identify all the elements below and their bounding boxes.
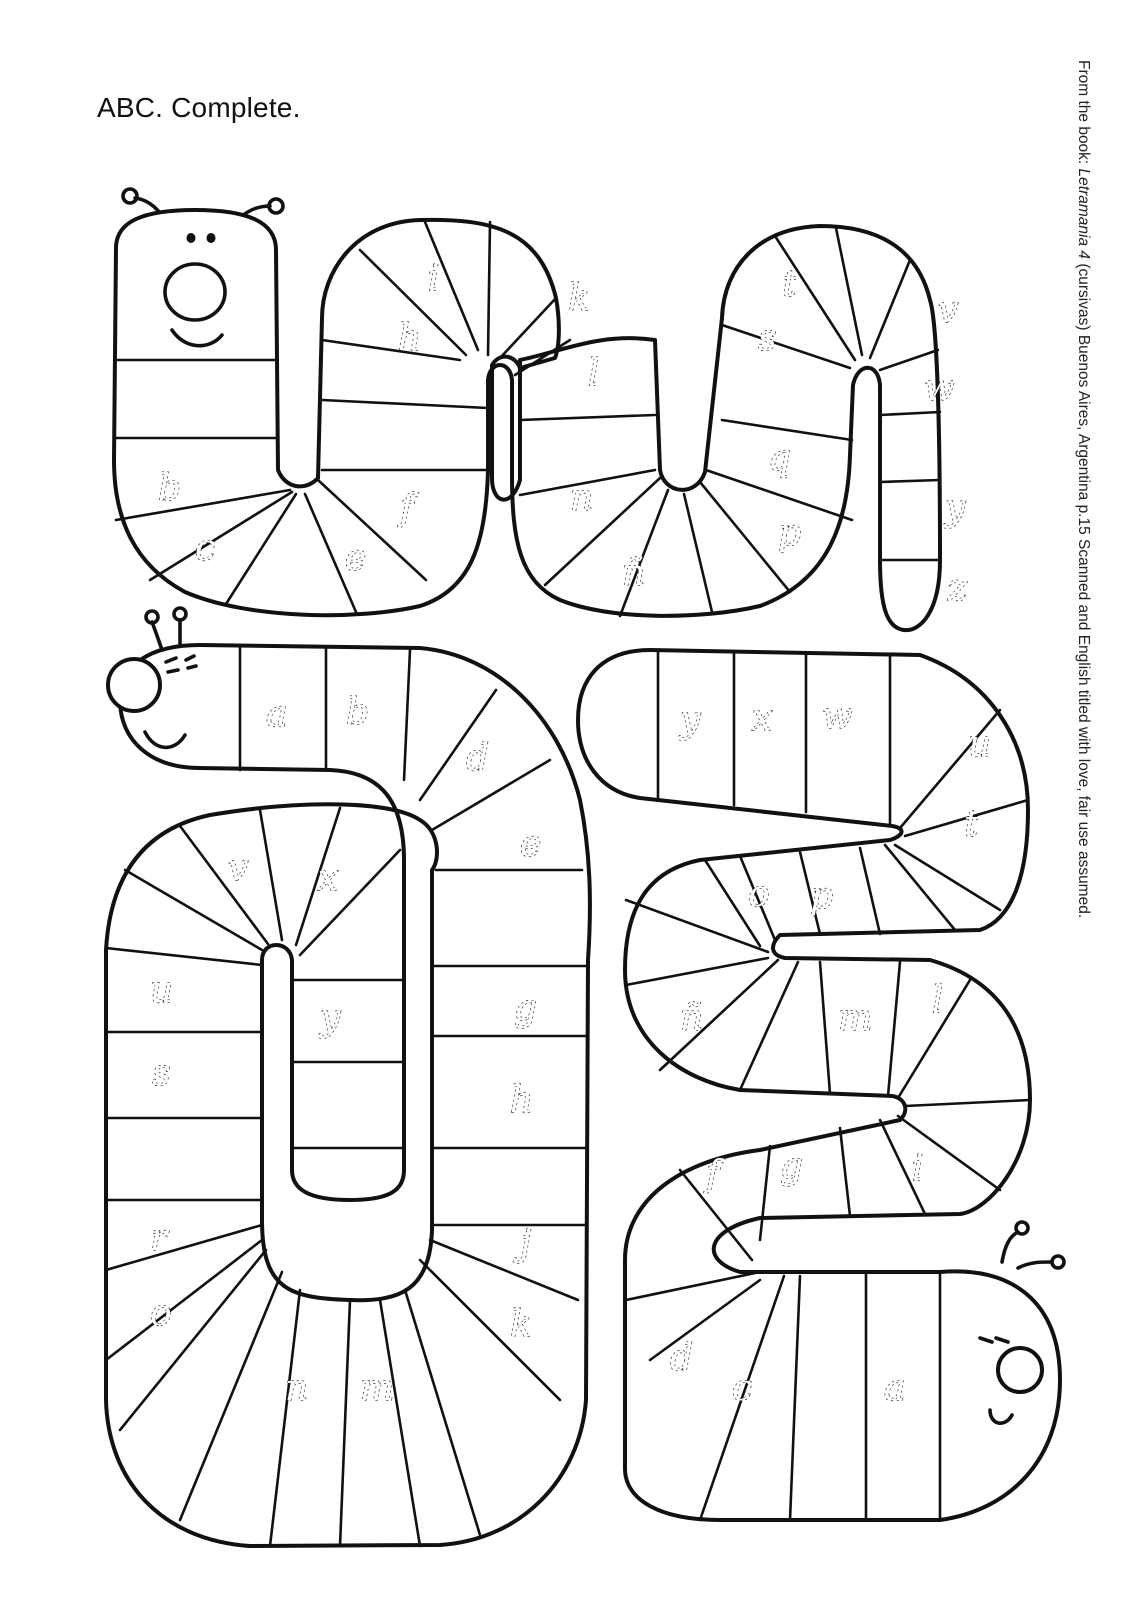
worm-top-letter: i bbox=[428, 258, 440, 299]
worm-right: y x w u t p o ñ m l i g f d c a bbox=[576, 648, 1066, 1522]
worm-left-letter: u bbox=[150, 970, 173, 1011]
worm-top-letter: h bbox=[398, 318, 421, 359]
worm-left-letter: s bbox=[152, 1053, 170, 1094]
worm-right-letter: t bbox=[964, 804, 979, 845]
worm-top-letter: e bbox=[345, 538, 366, 579]
worm-right-nose bbox=[996, 1346, 1044, 1394]
worm-left-letter: v bbox=[228, 848, 248, 889]
worm-left-letter: h bbox=[510, 1080, 533, 1121]
worm-right-letter: l bbox=[932, 980, 944, 1021]
worm-top-nose bbox=[163, 262, 227, 322]
worm-top-letter: v bbox=[938, 290, 958, 331]
worm-top-letter: b bbox=[158, 468, 181, 509]
worm-right-letter: g bbox=[780, 1146, 803, 1187]
worm-right-letter: x bbox=[752, 698, 772, 739]
worm-left-letter: b bbox=[346, 692, 369, 733]
worm-right-letter: d bbox=[670, 1338, 693, 1379]
worm-left-letter: a bbox=[266, 694, 287, 735]
worm-left-segments bbox=[104, 646, 588, 1548]
worm-top-letter: q bbox=[768, 438, 791, 479]
worm-left-smile bbox=[143, 730, 187, 750]
worm-top-letter: n bbox=[570, 478, 593, 519]
worm-top-letters: b c e f h i k l n ñ p q s t v w y z bbox=[157, 257, 968, 609]
worm-left-letter: g bbox=[514, 988, 537, 1029]
worm-left-letter: x bbox=[318, 858, 338, 899]
worm-right-body bbox=[576, 648, 1062, 1522]
worm-left-letter: o bbox=[150, 1293, 172, 1334]
worm-top-letter: ñ bbox=[622, 553, 645, 594]
worm-top-letter: l bbox=[588, 353, 600, 394]
worm-right-letter: i bbox=[912, 1148, 924, 1189]
worm-left-nose bbox=[106, 657, 162, 713]
worm-top: b c e f h i k l n ñ p q s t v w y z bbox=[112, 187, 969, 633]
worm-left-letter: y bbox=[318, 998, 341, 1039]
worm-left-letter: e bbox=[520, 824, 541, 865]
worm-left-letters: a b d e g h j k n m o r s u v x y bbox=[149, 691, 542, 1409]
worm-top-letter: k bbox=[568, 278, 590, 319]
page-title: ABC. Complete. bbox=[97, 92, 301, 123]
worm-top-segments bbox=[114, 220, 942, 618]
worm-right-letter: c bbox=[732, 1368, 752, 1409]
worm-top-smile bbox=[170, 328, 224, 348]
worm-top-eye-right bbox=[206, 233, 216, 243]
worm-right-letter: w bbox=[822, 696, 853, 737]
worm-top-letter: w bbox=[924, 368, 955, 409]
worm-left-letter: d bbox=[466, 738, 489, 779]
worm-left-eyes bbox=[164, 654, 198, 674]
worm-right-letter: m bbox=[838, 998, 872, 1039]
worm-right-segments bbox=[624, 650, 1032, 1522]
worm-left-letter: r bbox=[150, 1218, 169, 1259]
worm-top-eye-left bbox=[186, 233, 196, 243]
worm-left-letter: n bbox=[285, 1368, 308, 1409]
worm-left-letter: k bbox=[510, 1304, 532, 1345]
worm-top-letter: z bbox=[947, 568, 968, 609]
worm-right-letter: u bbox=[968, 724, 991, 765]
worm-top-letter: c bbox=[195, 528, 215, 569]
worm-right-smile bbox=[988, 1408, 1014, 1425]
worm-right-letters: y x w u t p o ñ m l i g f d c a bbox=[669, 695, 991, 1409]
worm-top-letter: s bbox=[758, 318, 776, 359]
worm-top-letter: p bbox=[778, 513, 801, 554]
worm-right-eyes bbox=[978, 1336, 1010, 1344]
worm-top-letter: y bbox=[943, 488, 966, 529]
worm-right-letter: o bbox=[748, 874, 770, 915]
worm-left-letter: m bbox=[360, 1368, 394, 1409]
worm-right-letter: a bbox=[884, 1368, 905, 1409]
worm-top-letter: t bbox=[782, 264, 797, 305]
worm-left: a b d e g h j k n m o r s u v x y bbox=[104, 606, 592, 1548]
worm-right-letter: p bbox=[810, 876, 833, 917]
worm-right-letter: ñ bbox=[680, 998, 703, 1039]
worm-right-letter: y bbox=[678, 700, 701, 741]
